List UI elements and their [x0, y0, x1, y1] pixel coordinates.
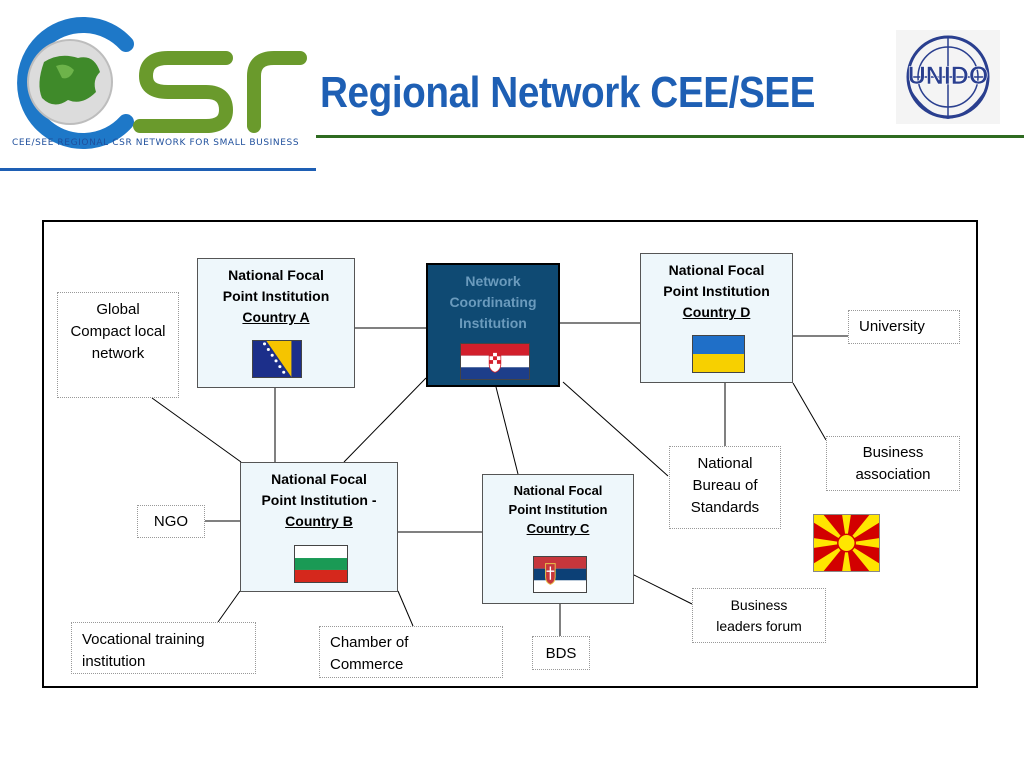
connector-coordinator-b	[343, 377, 427, 463]
unido-logo: UNIDO	[896, 30, 1000, 124]
connector-coordinator-bureau	[562, 381, 669, 477]
connector-c-leaders	[633, 574, 693, 605]
focal-d-line2: Point Institution	[663, 283, 770, 299]
chamber-label: Chamber of Commerce	[330, 634, 409, 673]
business-association-label: Business association	[855, 444, 931, 483]
university-label: University	[859, 318, 925, 335]
ngo-box: NGO	[137, 505, 205, 538]
chamber-box: Chamber of Commerce	[319, 626, 503, 678]
global-compact-label: Global Compact local network	[70, 301, 166, 362]
focal-a-line2: Point Institution	[222, 288, 330, 304]
focal-c-line2: Point Institution	[508, 502, 608, 517]
macedonia-flag-icon	[813, 514, 880, 572]
connector-d-association	[792, 382, 827, 441]
business-leaders-box: Business leaders forum	[692, 588, 826, 643]
header-divider-left	[0, 168, 316, 171]
serbia-flag-icon	[533, 556, 587, 593]
bosnia-flag-icon	[252, 340, 302, 378]
logo-tagline: CEE/SEE REGIONAL CSR NETWORK FOR SMALL B…	[12, 138, 300, 148]
business-leaders-label: Business leaders forum	[716, 597, 802, 634]
focal-d-line1: National Focal	[668, 262, 765, 278]
header-divider-right	[316, 135, 1024, 138]
page-title: Regional Network CEE/SEE	[320, 68, 816, 117]
vocational-box: Vocational training institution	[71, 622, 256, 674]
focal-b-line1: National Focal	[271, 471, 367, 487]
focal-a-line1: National Focal	[228, 267, 324, 283]
focal-c-line1: National Focal	[513, 483, 603, 498]
bulgaria-flag-icon	[294, 545, 348, 583]
bds-box: BDS	[532, 636, 590, 670]
focal-c-country: Country C	[526, 521, 590, 536]
coordinator-box: Network Coordinating Institution	[426, 263, 560, 387]
csr-logo	[8, 14, 308, 154]
focal-b-line2: Point Institution -	[261, 492, 377, 508]
connector-globalcompact-b	[151, 397, 242, 463]
ukraine-flag-icon	[692, 335, 745, 373]
university-box: University	[848, 310, 960, 344]
focal-b-country: Country B	[285, 513, 353, 529]
vocational-label: Vocational training institution	[82, 631, 205, 670]
bds-label: BDS	[545, 645, 577, 662]
connector-chamber-b	[397, 590, 414, 627]
connector-coordinator-c	[495, 386, 519, 475]
bureau-label: National Bureau of Standards	[690, 455, 760, 516]
bureau-box: National Bureau of Standards	[669, 446, 781, 529]
unido-logo-text: UNIDO	[908, 62, 989, 90]
focal-point-country-c: National Focal Point Institution Country…	[482, 474, 634, 604]
coordinator-label: Network Coordinating Institution	[449, 273, 537, 331]
focal-d-country: Country D	[682, 304, 751, 320]
global-compact-box: Global Compact local network	[57, 292, 179, 398]
croatia-flag-icon	[460, 343, 530, 380]
ngo-label: NGO	[153, 513, 189, 530]
focal-a-country: Country A	[242, 309, 310, 325]
diagram-frame	[42, 220, 978, 688]
connector-vocational-b	[217, 590, 241, 623]
business-association-box: Business association	[826, 436, 960, 491]
